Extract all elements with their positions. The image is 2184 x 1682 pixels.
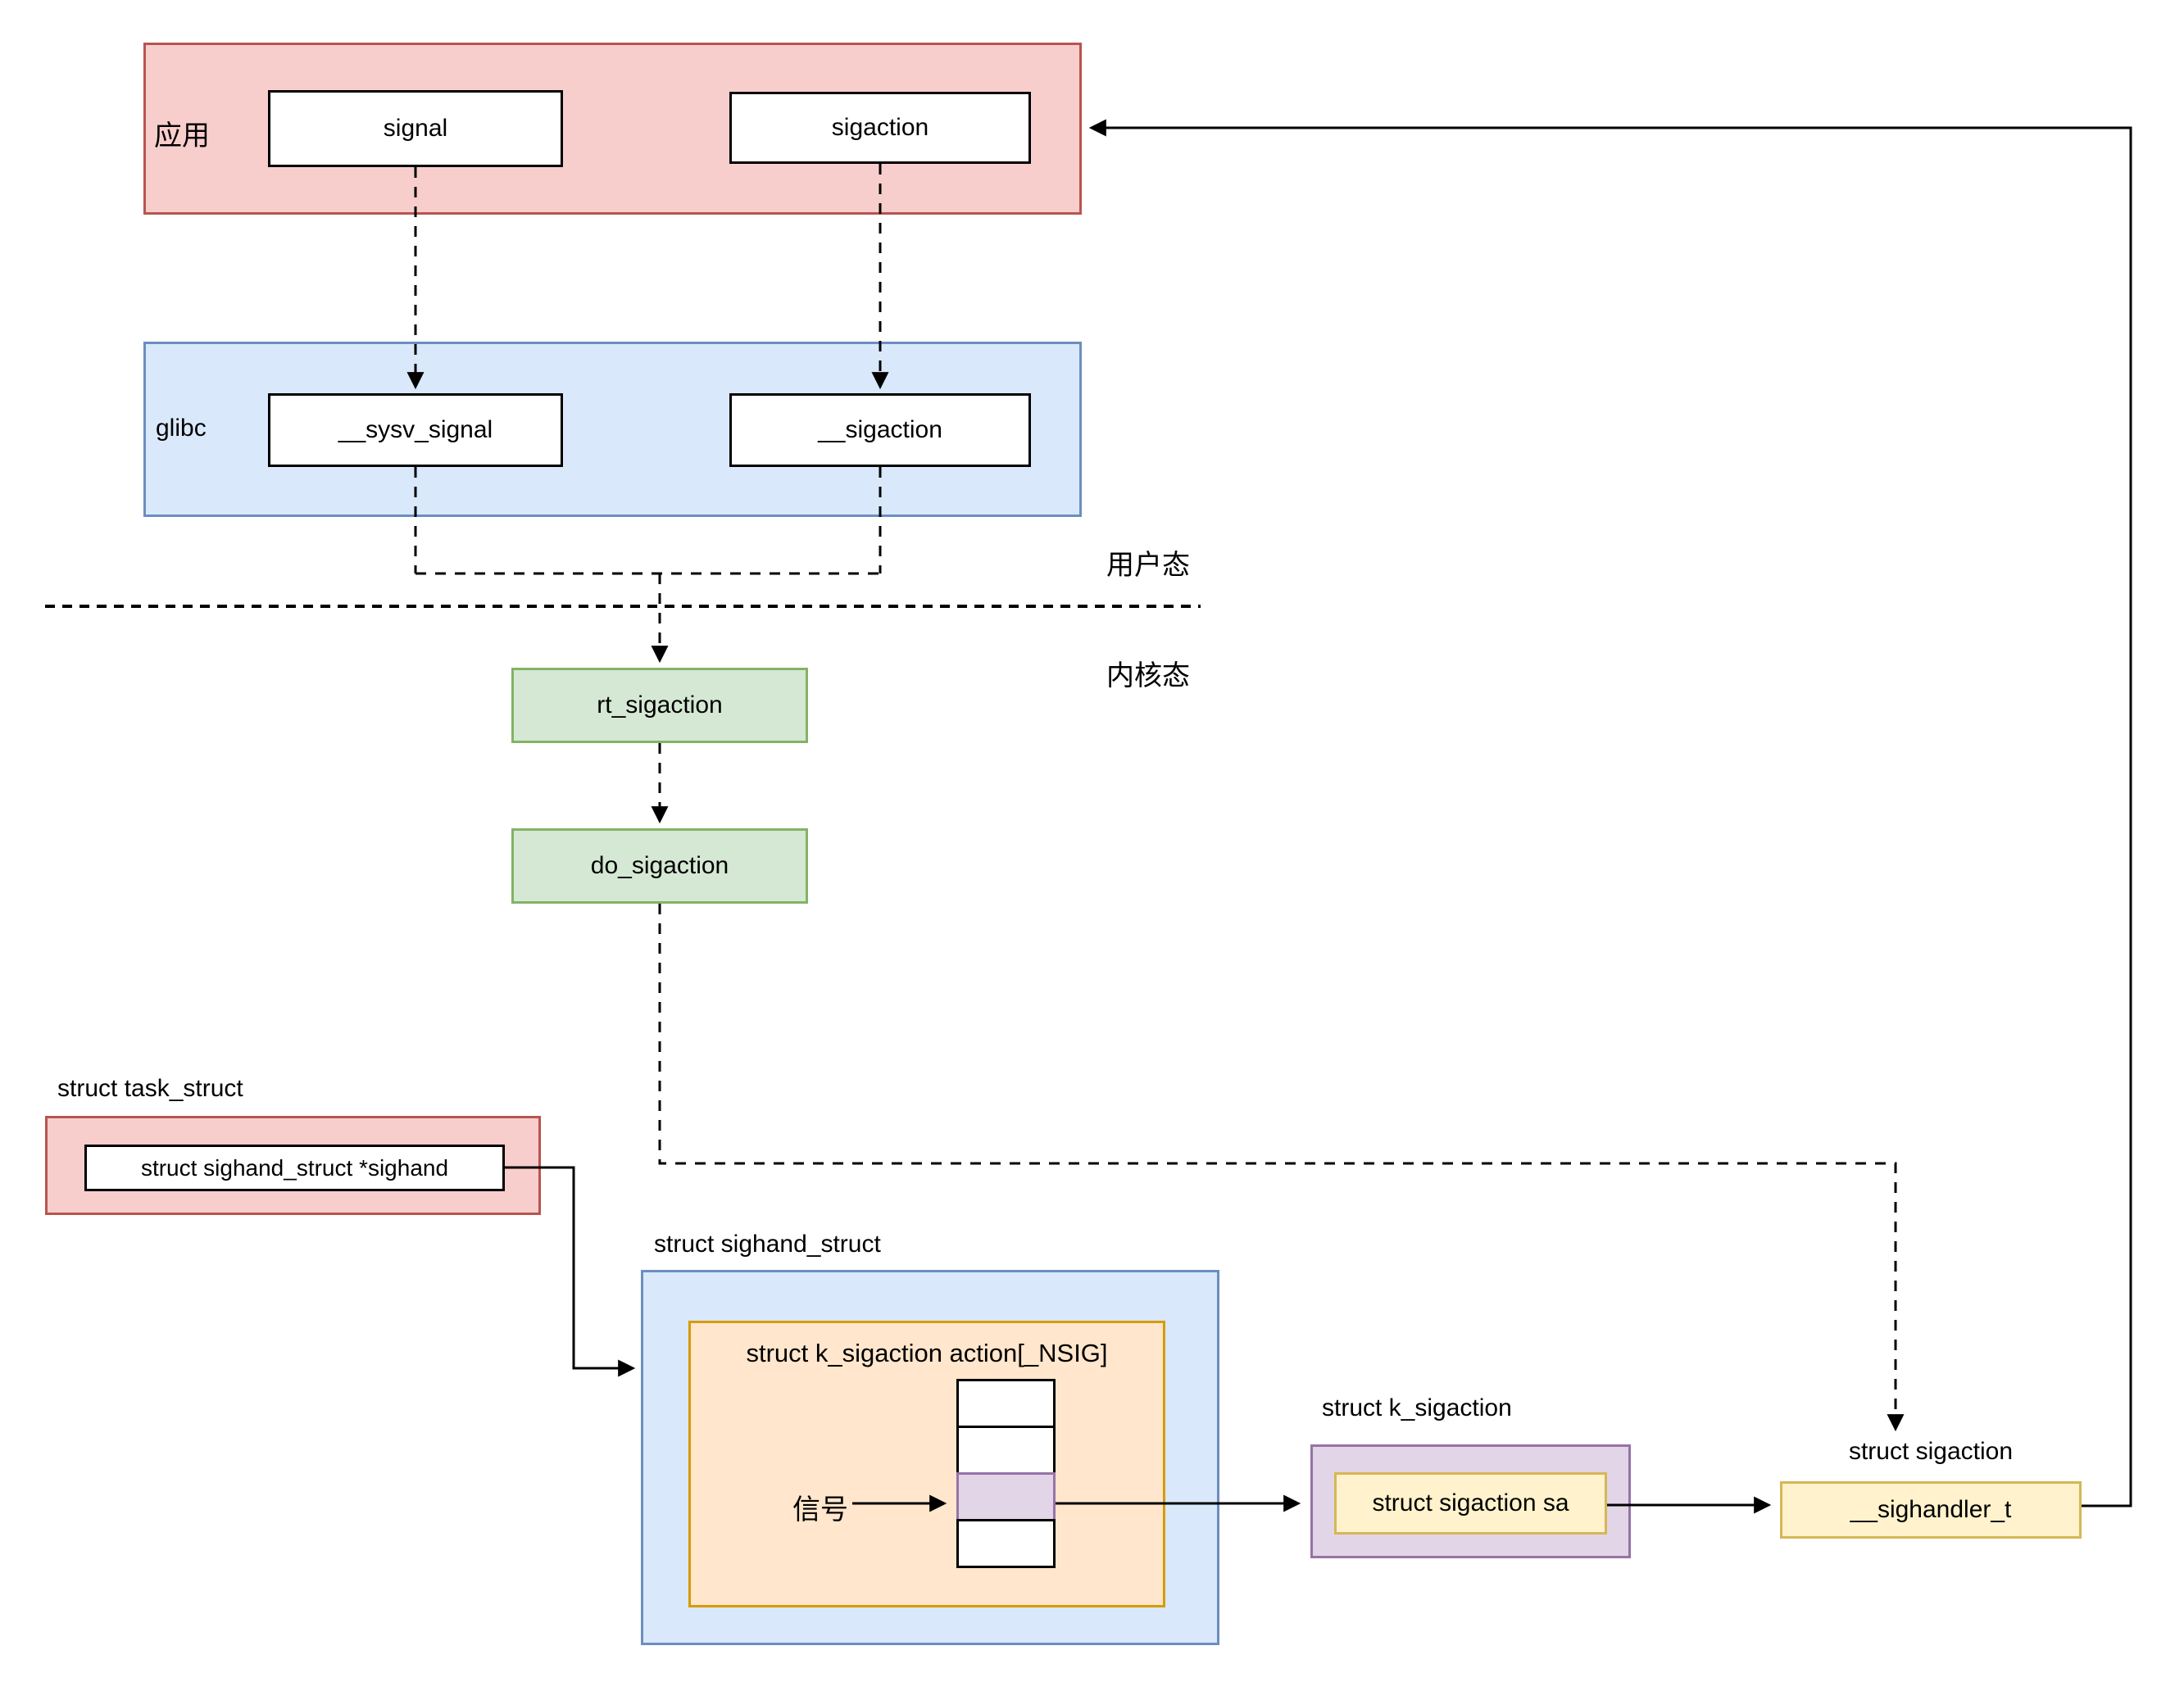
signal-number-label: 信号 (792, 1495, 848, 1526)
sigaction-sa-field-box: struct sigaction sa (1334, 1472, 1607, 1535)
array-cell (956, 1379, 1056, 1428)
sighand-pointer-field-box: struct sighand_struct *sighand (84, 1145, 505, 1191)
signal-function-box: signal (268, 90, 563, 167)
task-struct-title: struct task_struct (57, 1075, 243, 1102)
k-sigaction-array-label: struct k_sigaction action[_NSIG] (746, 1339, 1108, 1367)
sigaction-struct-title: struct sigaction (1848, 1438, 2014, 1465)
glibc-layer-label: glibc (156, 415, 207, 442)
app-layer-label: 应用 (154, 121, 210, 152)
array-cell-highlighted (956, 1472, 1056, 1521)
sigaction-function-box: sigaction (729, 92, 1031, 164)
k-sigaction-array (956, 1379, 1056, 1568)
sighand-struct-title: struct sighand_struct (654, 1231, 881, 1258)
sighandler-t-field-box: __sighandler_t (1780, 1481, 2082, 1539)
kernel-mode-label: 内核态 (1106, 661, 1190, 691)
k-sigaction-title: struct k_sigaction (1322, 1394, 1512, 1421)
array-cell (956, 1519, 1056, 1568)
rt-sigaction-box: rt_sigaction (511, 668, 808, 743)
user-mode-label: 用户态 (1106, 551, 1190, 581)
array-cell (956, 1426, 1056, 1475)
arrow-sighandler-t-back-to-app (1088, 119, 2132, 1507)
glibc-sigaction-function-box: __sigaction (729, 393, 1031, 467)
sysv-signal-function-box: __sysv_signal (268, 393, 563, 467)
do-sigaction-box: do_sigaction (511, 828, 808, 904)
